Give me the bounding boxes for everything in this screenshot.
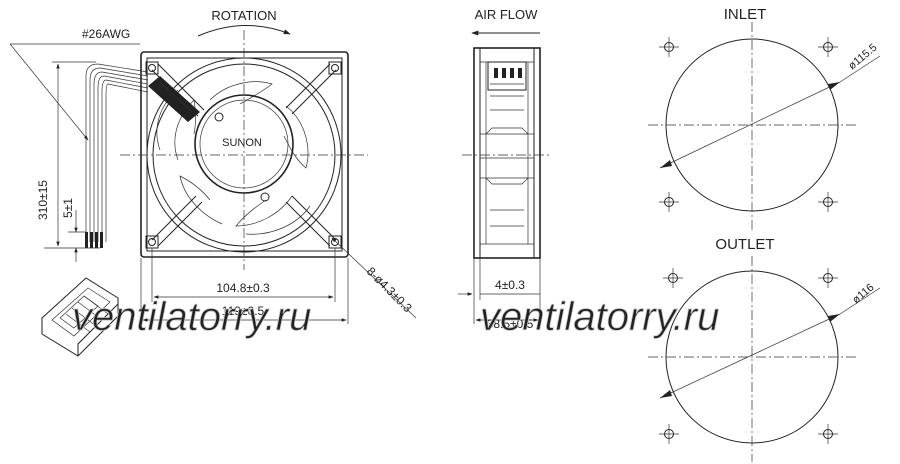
terminal-block [487,61,527,91]
lead-length-value: 310±15 [36,180,50,220]
mount-hole-callout: 8-ø4.3±0.3 [331,237,417,319]
outlet-diameter-value: ø116 [850,282,876,307]
strip-length-value: 5±1 [61,198,75,218]
frame-width-value: 119±0.5 [222,304,265,318]
connector-detail [41,277,119,357]
rotation-label: ROTATION [211,8,276,23]
rotation-indicator: ROTATION [197,8,291,37]
front-view: SUNON [120,30,368,270]
wire-ends [85,232,103,248]
watermark-left: ventilatorry.ru [72,295,311,339]
side-view: AIR FLOW 4±0.3 [458,7,552,331]
air-flow-label: AIR FLOW [475,7,539,22]
lead-length-dimension: 310±15 5±1 [36,61,100,262]
inlet-diameter-value: ø115.5 [846,42,879,73]
brand-label: SUNON [222,137,262,149]
inlet-mount-holes [659,37,838,212]
outlet-pattern: OUTLET ø116 [648,236,881,462]
inlet-label: INLET [724,6,767,23]
hub-screw [260,192,270,202]
front-width-dimensions: 104.8±0.3 119±0.5 [140,248,349,324]
watermark-right: ventilatorry.ru [480,295,719,339]
hole-pitch-value: 104.8±0.3 [216,281,270,295]
mount-hole-value: 8-ø4.3±0.3 [364,264,415,315]
flange-value: 4±0.3 [495,278,525,292]
fan-frame-outer [140,51,349,258]
wire-gauge-label: #26AWG [82,27,130,41]
inlet-pattern: INLET ø115.5 [648,6,881,232]
hub-screw [214,112,224,122]
depth-value: 38.5±0.5 [487,317,534,331]
rotation-arrow [197,25,291,37]
outlet-label: OUTLET [715,236,774,253]
outlet-mount-holes [659,268,838,444]
lead-wires [85,63,149,242]
lead-wire-exit [148,76,200,122]
